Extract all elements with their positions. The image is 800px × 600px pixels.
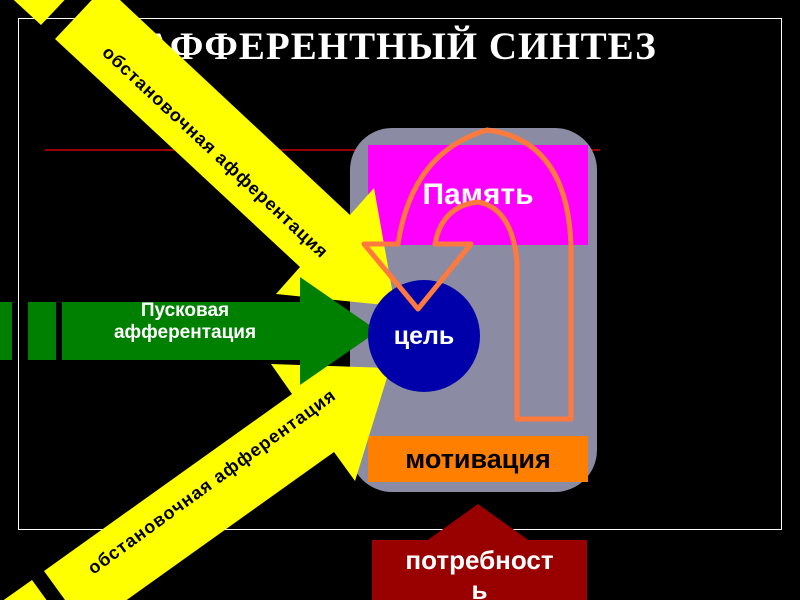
memory-label: Память [422, 178, 534, 211]
trigger-arrow-tail-piece-1 [0, 302, 12, 360]
motivation-box: мотивация [368, 436, 588, 482]
memory-loop-arrow [361, 127, 574, 422]
memory-box: Память [368, 145, 588, 245]
situational-arrow-top [55, 0, 395, 306]
trigger-arrow [62, 277, 378, 385]
trigger-label-line2: афферентация [113, 322, 257, 343]
trigger-afferentation-label: Пусковая афферентация [75, 300, 295, 344]
slide-title: АФФЕРЕНТНЫЙ СИНТЕЗ [143, 25, 657, 68]
situational-arrow-bottom-tail-piece [3, 580, 47, 600]
divider-line [45, 149, 600, 151]
situational-arrow-top-tail-piece-2 [13, 0, 65, 25]
trigger-arrow-tail-piece-2 [28, 302, 56, 360]
need-box: потребност ь [372, 540, 587, 600]
need-arrow-head [425, 504, 531, 542]
need-label-line1: потребност [405, 545, 554, 575]
trigger-label-line1: Пусковая [140, 300, 230, 321]
motivation-label: мотивация [405, 443, 551, 474]
goal-label: цель [393, 321, 455, 350]
slide-frame [18, 18, 782, 530]
situational-arrow-bottom [44, 364, 390, 600]
need-label-line2: ь [471, 575, 488, 600]
